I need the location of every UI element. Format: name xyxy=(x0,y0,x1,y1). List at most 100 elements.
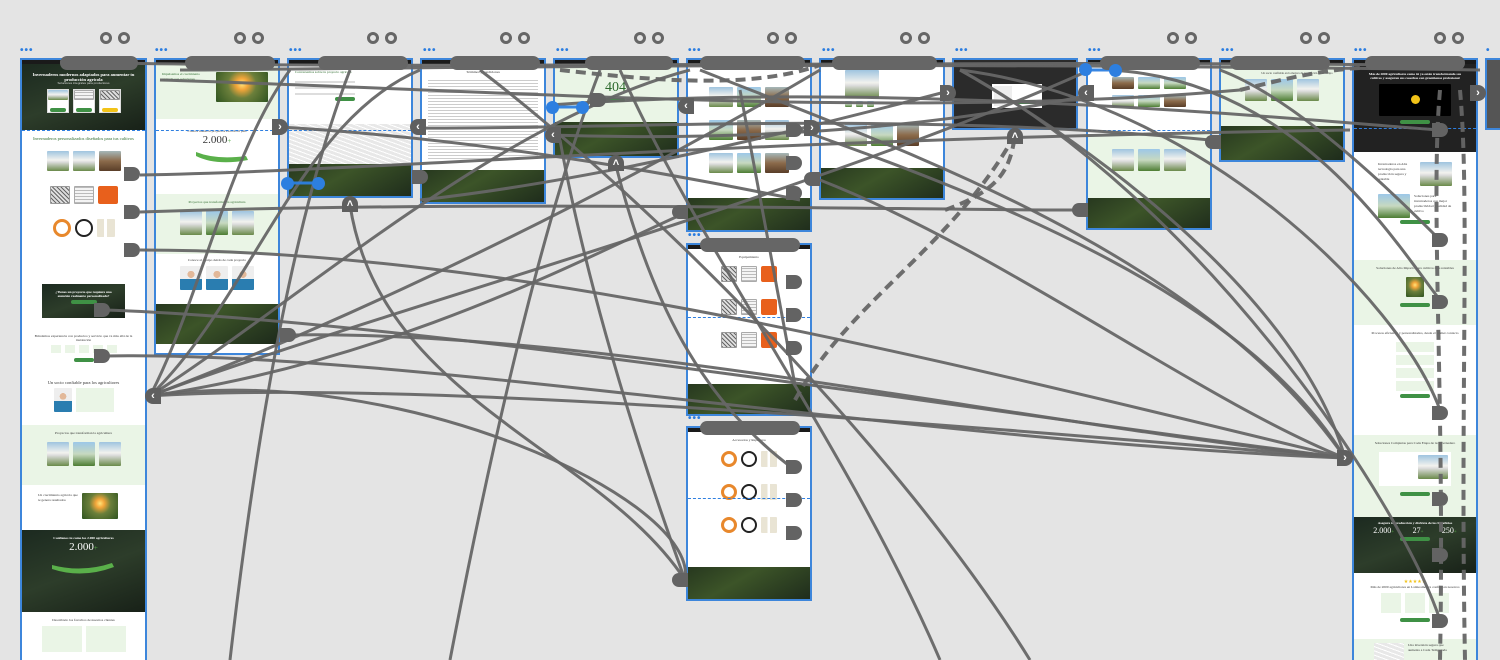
hotspot[interactable] xyxy=(786,186,802,200)
hotspot-cluster[interactable] xyxy=(700,421,800,435)
artboard-menu-landing[interactable]: ••• xyxy=(1354,45,1368,56)
hotspot[interactable] xyxy=(1072,203,1088,217)
artboard-menu-detail[interactable]: ••• xyxy=(822,45,836,56)
hotspot[interactable] xyxy=(1432,492,1448,506)
stats-cta-button[interactable] xyxy=(1400,537,1430,541)
hotspot-cluster[interactable] xyxy=(700,56,805,70)
hotspot[interactable] xyxy=(590,93,606,107)
hotspot-cluster[interactable] xyxy=(585,56,673,70)
hotspot-cluster[interactable] xyxy=(450,56,540,70)
benefits-button[interactable] xyxy=(73,358,94,362)
hotspot[interactable] xyxy=(786,460,802,474)
back-arrow-icon[interactable]: ‹ xyxy=(678,98,694,114)
up-arrow-icon[interactable]: ˄ xyxy=(342,196,358,212)
artboard-project-list[interactable]: Un socio confiable en la mejora de produ… xyxy=(1219,58,1345,162)
hotspot[interactable] xyxy=(1432,233,1448,247)
hotspot-selected[interactable] xyxy=(1109,64,1122,77)
modal-dialog[interactable] xyxy=(992,84,1042,108)
hotspot[interactable] xyxy=(804,172,820,186)
artboard-accessories[interactable]: Accesorios y Repuestos xyxy=(686,426,812,601)
artboard-legal[interactable]: Términos y condiciones xyxy=(420,58,546,204)
artboard-menu-legal[interactable]: ••• xyxy=(423,45,437,56)
hotspot[interactable] xyxy=(786,341,802,355)
play-icon[interactable] xyxy=(1411,95,1420,104)
modal-button[interactable] xyxy=(1014,100,1036,104)
hotspot-selected[interactable] xyxy=(281,177,294,190)
artboard-modal[interactable] xyxy=(952,58,1078,130)
artboard-menu-home[interactable]: ••• xyxy=(20,45,34,56)
artboard-menu-equipment[interactable]: ••• xyxy=(688,230,702,241)
hotspot-selected[interactable] xyxy=(1079,63,1092,76)
next-arrow-icon[interactable]: › xyxy=(940,85,956,101)
hotspot[interactable] xyxy=(1432,295,1448,309)
artboard-menu-contact[interactable]: ••• xyxy=(289,45,303,56)
hotspot-cluster[interactable] xyxy=(60,56,138,70)
hotspot-selected[interactable] xyxy=(546,101,559,114)
next-arrow-icon[interactable]: › xyxy=(1470,85,1486,101)
hotspot[interactable] xyxy=(786,308,802,322)
back-arrow-icon[interactable]: ‹ xyxy=(145,388,161,404)
hero-card[interactable] xyxy=(98,88,121,113)
impact-cta-button[interactable] xyxy=(1400,303,1430,307)
up-arrow-icon[interactable]: ˄ xyxy=(1007,128,1023,144)
up-arrow-icon[interactable]: ˄ xyxy=(608,155,624,171)
hotspot-cluster[interactable] xyxy=(1230,56,1330,70)
back-arrow-icon[interactable]: ‹ xyxy=(1078,85,1094,101)
artboard-contact[interactable]: Conversemos sobre tu proyecto agrícola xyxy=(287,58,413,198)
feature-cta-button[interactable] xyxy=(1400,220,1430,224)
reviews-cta-button[interactable] xyxy=(1400,618,1430,622)
artboard-menu-projects[interactable]: ••• xyxy=(1088,45,1102,56)
hotspot-cluster[interactable] xyxy=(318,56,408,70)
hotspot[interactable] xyxy=(786,526,802,540)
hotspot-selected[interactable] xyxy=(576,101,589,114)
artboard-menu-accessories[interactable]: ••• xyxy=(688,413,702,424)
hotspot[interactable] xyxy=(412,170,428,184)
hotspot-cluster[interactable] xyxy=(185,56,275,70)
artboard-projects[interactable] xyxy=(1086,58,1212,230)
hotspot[interactable] xyxy=(1432,406,1448,420)
artboard-menu-about[interactable]: ••• xyxy=(155,45,169,56)
hotspot[interactable] xyxy=(1205,135,1221,149)
artboard-home[interactable]: Invernaderos modernos adaptados para aum… xyxy=(20,58,147,660)
artboard-menu-catalog[interactable]: ••• xyxy=(688,45,702,56)
hotspot[interactable] xyxy=(94,349,110,363)
hotspot[interactable] xyxy=(94,303,110,317)
solutions-cta-button[interactable] xyxy=(1400,492,1430,496)
hotspot[interactable] xyxy=(786,156,802,170)
hotspot-cluster[interactable] xyxy=(832,56,937,70)
artboard-offscreen[interactable] xyxy=(1485,58,1500,130)
hero-card[interactable] xyxy=(46,88,69,113)
next-arrow-icon[interactable]: › xyxy=(804,120,820,136)
artboard-about[interactable]: Impulsamos el crecimiento agrícola con s… xyxy=(154,58,280,355)
hotspot[interactable] xyxy=(786,123,802,137)
hotspot[interactable] xyxy=(1432,123,1448,137)
hotspot-selected[interactable] xyxy=(312,177,325,190)
home-button[interactable] xyxy=(605,98,625,102)
hotspot[interactable] xyxy=(786,493,802,507)
landing-cta-button[interactable] xyxy=(1400,120,1430,124)
next-arrow-icon[interactable]: › xyxy=(1337,450,1353,466)
hotspot[interactable] xyxy=(1432,548,1448,562)
artboard-menu-404[interactable]: ••• xyxy=(556,45,570,56)
process-cta-button[interactable] xyxy=(1400,394,1430,398)
hotspot-cluster[interactable] xyxy=(700,238,800,252)
artboard-greenhouses-catalog[interactable] xyxy=(686,58,812,232)
hotspot[interactable] xyxy=(1432,614,1448,628)
artboard-menu-extra[interactable]: • xyxy=(1486,45,1491,56)
hotspot[interactable] xyxy=(124,243,140,257)
cta-button[interactable] xyxy=(70,300,97,304)
artboard-greenhouse-detail[interactable] xyxy=(819,58,945,200)
hero-card[interactable] xyxy=(72,88,95,113)
back-arrow-icon[interactable]: ‹ xyxy=(545,127,561,143)
submit-button[interactable] xyxy=(335,97,355,101)
hotspot[interactable] xyxy=(672,205,688,219)
artboard-landing[interactable]: Más de 2000 agricultores como tú ya está… xyxy=(1352,58,1478,660)
hotspot[interactable] xyxy=(124,205,140,219)
artboard-menu-modal[interactable]: ••• xyxy=(955,45,969,56)
next-arrow-icon[interactable]: › xyxy=(272,119,288,135)
hotspot[interactable] xyxy=(786,275,802,289)
artboard-equipment[interactable]: Equipamiento xyxy=(686,243,812,416)
hotspot[interactable] xyxy=(280,328,296,342)
hotspot[interactable] xyxy=(124,167,140,181)
